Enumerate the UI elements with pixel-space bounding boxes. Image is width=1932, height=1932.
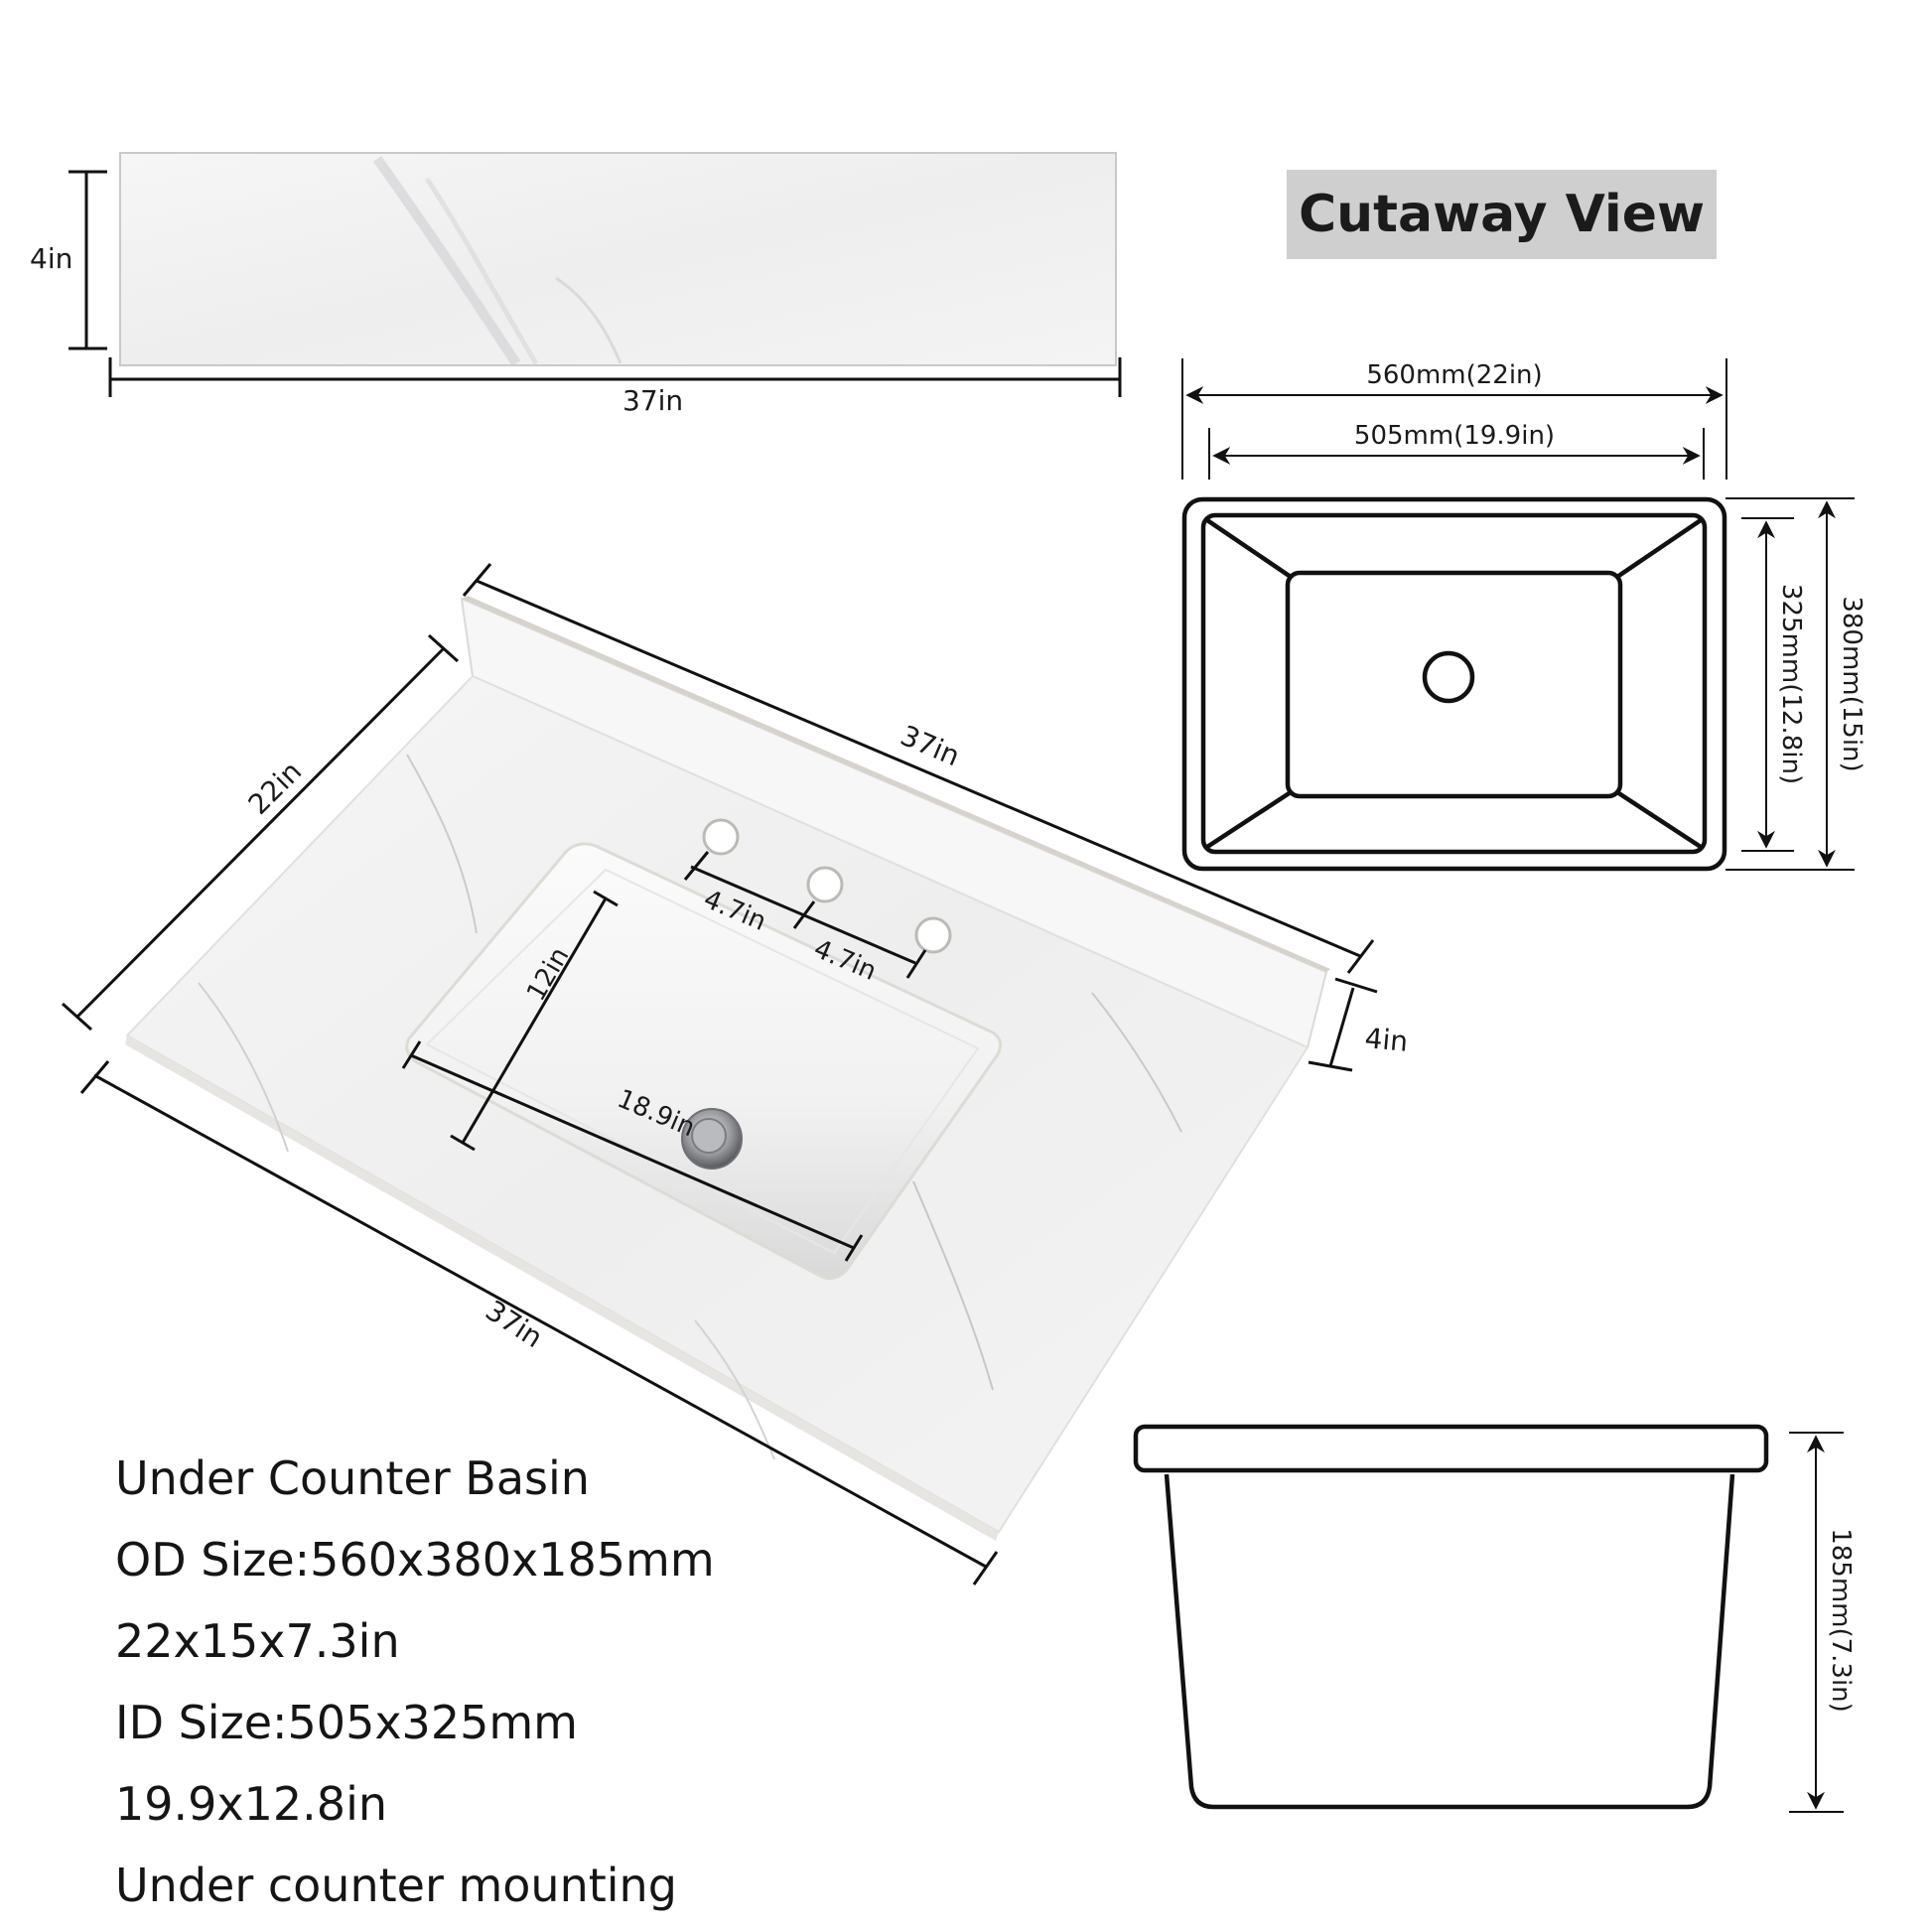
countertop-front-edge [125,1035,999,1541]
outer-depth-label: 380mm(15in) [1837,596,1866,771]
countertop-view: 37in 22in 37in 4in 4.7in 4.7in 12in 18.9… [61,563,1409,1586]
front-length-label: 37in [480,1294,548,1354]
dim-tick [1308,1060,1353,1072]
dim-tick [427,633,460,663]
marble-vein [912,1180,994,1391]
inner-depth-label: 325mm(12.8in) [1776,584,1806,784]
depth-label: 22in [242,755,309,821]
backsplash-panel [119,152,1117,366]
basin-corner-line [1615,790,1703,849]
backsplash-height-label-right: 4in [1363,1022,1409,1058]
dim-tick [905,949,927,979]
backsplash-height-label: 4in [30,242,72,275]
backsplash-width-label: 37in [622,384,683,417]
dim-line [93,1073,987,1569]
dim-tick [683,851,710,881]
spec-line: Under Counter Basin [115,1451,590,1505]
basin-rim-profile [1133,1424,1769,1473]
backsplash-top-edge [462,596,1330,972]
marble-vein [406,754,478,934]
sink-cutout [405,842,1003,1281]
dim-tick [1346,939,1375,974]
spec-line: 19.9x12.8in [115,1777,388,1831]
marble-vein [372,156,521,366]
spec-line: Under counter mounting [115,1859,677,1912]
inner-width-label: 505mm(19.9in) [1354,421,1555,451]
basin-corner-line [1205,790,1293,849]
spec-line: OD Size:560x380x185mm [115,1533,715,1587]
marble-vein [555,276,622,364]
marble-vein [424,177,539,365]
dim-tick [1334,977,1378,994]
basin-corner-line [1615,518,1703,579]
marble-vein [198,982,289,1153]
faucet-hole [702,818,740,856]
dim-tick [844,1234,864,1262]
spec-line: ID Size:505x325mm [115,1696,578,1749]
sink-inner-wall [425,868,980,1255]
dim-line [75,646,446,1019]
faucet-hole [914,916,952,954]
dim-tick [401,1040,422,1069]
cutaway-view-title: Cutaway View [1287,170,1717,259]
drain-icon [1422,650,1475,704]
height-label: 185mm(7.3in) [1826,1528,1856,1713]
spec-line: 22x15x7.3in [115,1614,400,1668]
dim-tick [462,563,492,597]
outer-width-label: 560mm(22in) [1366,360,1542,390]
faucet-hole [806,866,844,903]
marble-vein [694,1319,775,1460]
dim-tick [792,900,816,929]
backsplash-view: 4in 37in [30,152,1122,417]
dim-line [461,897,608,1144]
dim-line [1328,987,1355,1067]
spec-list: Under Counter Basin OD Size:560x380x185m… [115,1438,715,1926]
dim-tick [593,890,619,907]
dim-tick [79,1060,110,1094]
dim-tick [450,1134,476,1152]
dim-tick [61,1002,93,1032]
dim-tick [972,1551,999,1586]
dim-line [410,1053,855,1250]
basin-corner-line [1205,518,1293,579]
marble-vein [1091,992,1182,1133]
basin-body-profile [1164,1473,1735,1810]
drain-cap [691,1118,727,1154]
dim-line [476,579,1361,958]
cutaway-view-title-text: Cutaway View [1298,185,1706,244]
cutaway-top-view: 560mm(22in) 505mm(19.9in) 380mm(15in) 32… [1181,358,1866,872]
cutaway-side-view: 185mm(7.3in) [1133,1424,1856,1813]
